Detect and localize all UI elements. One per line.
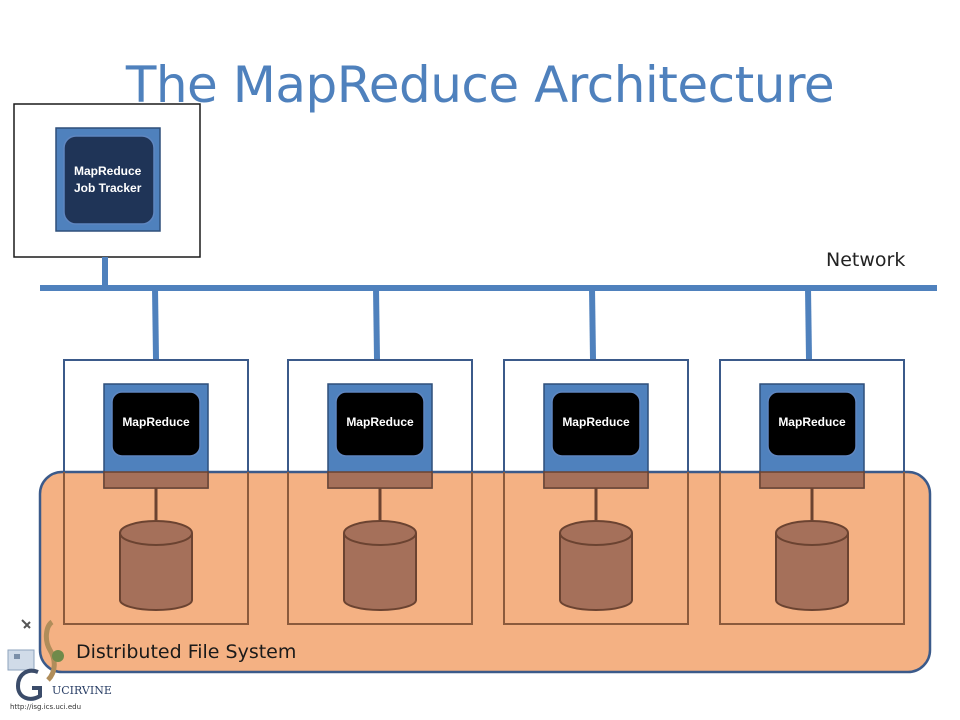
- storage-cylinder-4: [775, 520, 849, 611]
- job-tracker-label-line2: Job Tracker: [74, 181, 142, 195]
- worker-link-3: [589, 287, 596, 360]
- job-tracker-monitor: MapReduce Job Tracker: [55, 127, 161, 232]
- network-label: Network: [826, 249, 906, 271]
- logo-url-text: http://isg.ics.uci.edu: [10, 703, 82, 711]
- isg-logo-icon: [7, 619, 64, 701]
- worker-label-2: MapReduce: [346, 415, 414, 429]
- storage-cylinder-3: [559, 520, 633, 611]
- dfs-region: [38, 470, 932, 674]
- worker-monitor-2: MapReduce: [327, 383, 433, 489]
- worker-monitor-1: MapReduce: [103, 383, 209, 489]
- storage-cylinder-2: [343, 520, 417, 611]
- worker-label-3: MapReduce: [562, 415, 630, 429]
- worker-link-1: [152, 287, 159, 360]
- worker-monitor-4: MapReduce: [759, 383, 865, 489]
- worker-link-4: [805, 287, 812, 360]
- worker-monitor-3: MapReduce: [543, 383, 649, 489]
- worker-label-4: MapReduce: [778, 415, 846, 429]
- worker-label-1: MapReduce: [122, 415, 190, 429]
- worker-link-2: [373, 287, 380, 360]
- storage-cylinder-1: [119, 520, 193, 611]
- dfs-label: Distributed File System: [76, 641, 297, 663]
- job-tracker-label-line1: MapReduce: [74, 164, 142, 178]
- logo-uci-text: UCIRVINE: [52, 684, 112, 697]
- slide-title: The MapReduce Architecture: [125, 56, 835, 114]
